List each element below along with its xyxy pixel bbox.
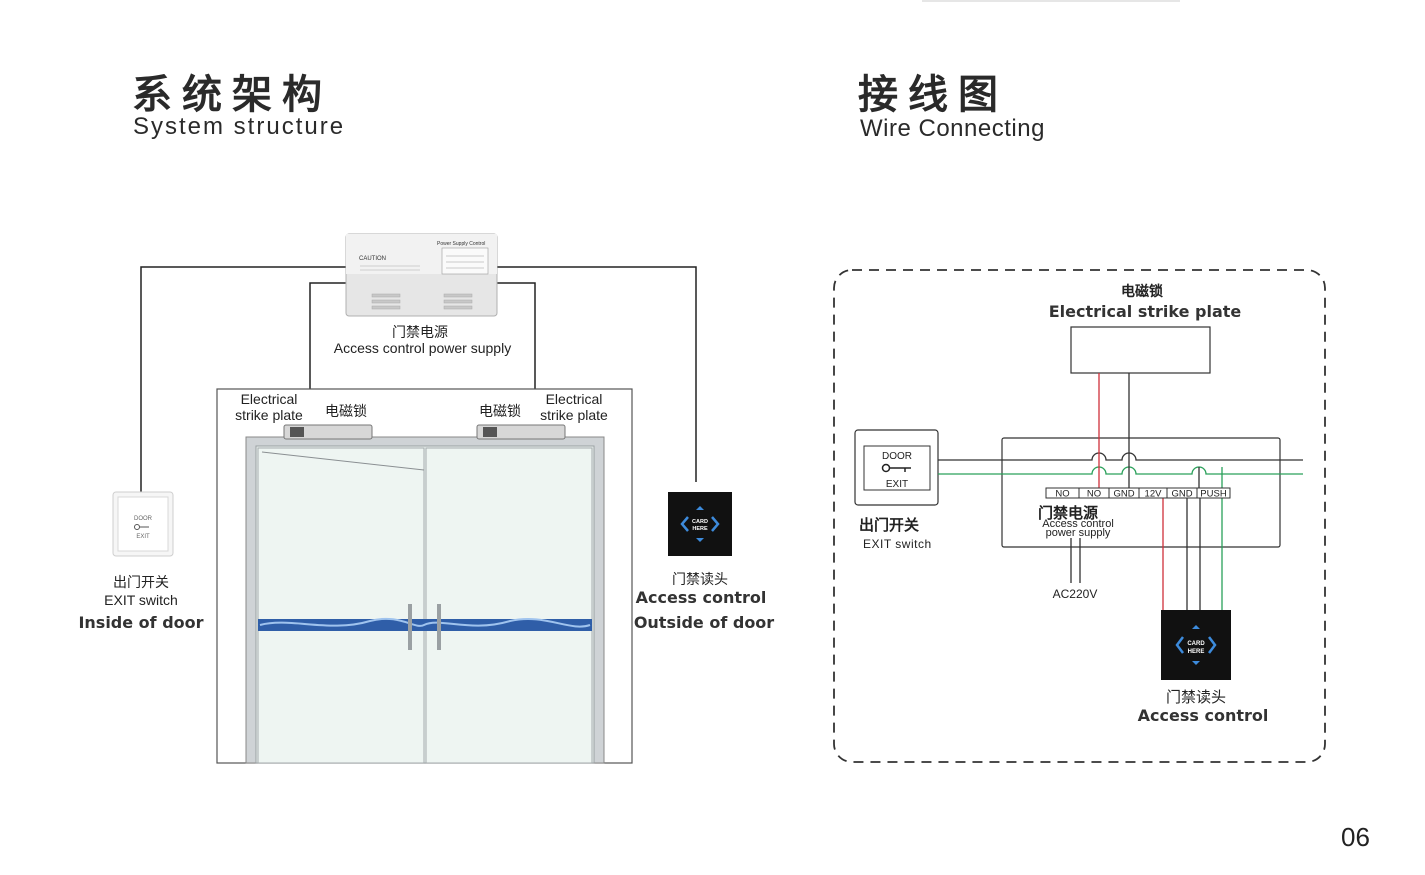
strike-plate-right [476,424,566,440]
panel-title-text: Power Supply Control [437,241,485,247]
exit-device-top-text: DOOR [134,516,153,522]
strike-left-line1: Electrical [240,391,298,407]
strike-plate-box [1070,326,1211,374]
ac220v-label: AC220V [1052,587,1098,601]
strike-right-line2: strike plate [540,407,608,423]
power-supply-box: CAUTION Power Supply Control [345,233,498,317]
wire-reader [497,266,697,482]
wire-exit-switch [140,266,346,492]
strike-plate-left [283,424,373,440]
terminal-cell [1196,487,1231,499]
power-supply-line1: Access control [1042,518,1114,530]
door-frame [216,388,633,764]
wire-strike-right [497,282,536,425]
exit-switch-label-en-right: EXIT switch [863,537,932,551]
strike-left-line2: strike plate [235,407,303,423]
reader-label-en: Access control [635,588,767,607]
power-supply-line2: power supply [1045,527,1111,539]
power-supply-label-cn: 门禁电源 [392,325,448,341]
vertical-wires [1070,373,1223,610]
lock-right-cn: 电磁锁 [479,404,521,420]
page-number: 06 [1341,822,1370,852]
reader-location: Outside of door [633,613,775,632]
terminal-label-gnd: GND [1171,489,1192,500]
card-reader-device-left: CARD HERE [668,492,732,556]
power-supply-label-en: Access control power supply [333,340,512,356]
exit-device-top-text-right: DOOR [882,451,912,462]
structure-wires [140,266,697,492]
wire-connecting-title-en: Wire Connecting [860,115,1045,142]
reader-label-cn: 门禁读头 [672,572,728,588]
terminal-label-12v: 12V [1145,489,1163,500]
strike-label-en: Electrical strike plate [1048,302,1242,321]
exit-switch-location: Inside of door [78,613,204,632]
exit-switch-device-right: DOOR EXIT [854,429,939,506]
system-structure-title-cn: 系统架构 [132,72,332,118]
reader-text-2-right: HERE [1188,649,1205,655]
reader-label-en-right: Access control [1137,706,1269,725]
terminal-label-gnd: GND [1113,489,1134,500]
reader-text-1-right: CARD [1187,641,1205,647]
reader-text-2: HERE [692,526,708,532]
reader-text-1: CARD [692,519,708,525]
exit-device-bottom-text-right: EXIT [886,479,908,490]
power-supply-label-cn-right: 门禁电源 [1038,504,1099,522]
exit-device-bottom-text: EXIT [136,534,150,540]
caution-text: CAUTION [359,256,386,262]
system-structure-title-en: System structure [133,113,346,140]
reader-label-cn-right: 门禁读头 [1165,688,1226,706]
card-reader-device-right: CARD HERE [1161,610,1231,680]
exit-switch-label-cn-right: 出门开关 [859,516,920,534]
exit-switch-device-left: DOOR EXIT [112,491,174,557]
terminal-label-no: NO [1087,489,1101,500]
wire-connecting-title-cn: 接线图 [858,72,1008,118]
lock-left-cn: 电磁锁 [325,404,367,420]
wire-strike-left [309,282,346,425]
terminal-label-push: PUSH [1200,489,1227,500]
strike-label-cn: 电磁锁 [1121,284,1163,300]
strike-right-line1: Electrical [545,391,603,407]
terminal-label-no: NO [1055,489,1069,500]
exit-switch-label-en: EXIT switch [104,592,178,608]
wiring-dashed-border [833,269,1326,763]
exit-switch-label-cn: 出门开关 [113,575,169,591]
top-divider [922,0,1180,2]
terminal-block: NO NO GND 12V GND PUSH [1045,487,1231,500]
